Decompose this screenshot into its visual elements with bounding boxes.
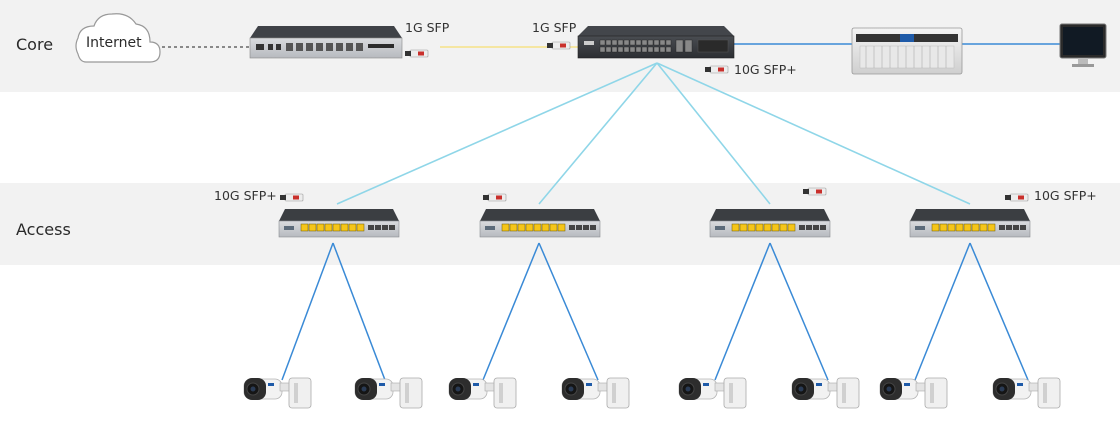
access-switch-2 [479, 208, 601, 238]
uplink-2 [538, 62, 658, 205]
internet-label: Internet [86, 35, 142, 51]
access-tier-label: Access [16, 220, 71, 239]
ip-camera-icon [561, 377, 630, 409]
internet-cloud-icon [75, 13, 161, 63]
sfp-plus-module-icon [802, 187, 827, 196]
uplink-1 [336, 62, 658, 205]
sfp-plus-module-icon [482, 193, 507, 202]
ip-camera-icon [879, 377, 948, 409]
ip-camera-icon [678, 377, 747, 409]
router-device [249, 26, 403, 59]
access-switch-4 [909, 208, 1031, 238]
sfp-module-icon [404, 49, 429, 58]
uplink-3 [656, 62, 771, 205]
ip-camera-icon [354, 377, 423, 409]
uplink-4 [656, 62, 971, 205]
ip-camera-icon [992, 377, 1061, 409]
sfp-plus-module-icon [279, 193, 304, 202]
ip-camera-icon [791, 377, 860, 409]
monitor-icon [1059, 23, 1107, 67]
core-switch-device [577, 26, 735, 59]
camera-links [281, 242, 1029, 381]
link-label-1g-router: 1G SFP [405, 20, 450, 35]
link-label-10g-core: 10G SFP+ [734, 62, 797, 77]
link-label-10g-access-left: 10G SFP+ [214, 188, 277, 203]
link-label-10g-access-right: 10G SFP+ [1034, 188, 1097, 203]
access-switch-3 [709, 208, 831, 238]
sfp-plus-module-icon [704, 65, 729, 74]
sfp-module-icon [546, 41, 571, 50]
access-switch-1 [278, 208, 400, 238]
ip-camera-icon [448, 377, 517, 409]
link-label-1g-core: 1G SFP [532, 20, 577, 35]
server-device [851, 27, 963, 75]
sfp-plus-module-icon [1004, 193, 1029, 202]
core-uplinks [336, 62, 971, 205]
core-tier-label: Core [16, 35, 54, 54]
ip-camera-icon [243, 377, 312, 409]
